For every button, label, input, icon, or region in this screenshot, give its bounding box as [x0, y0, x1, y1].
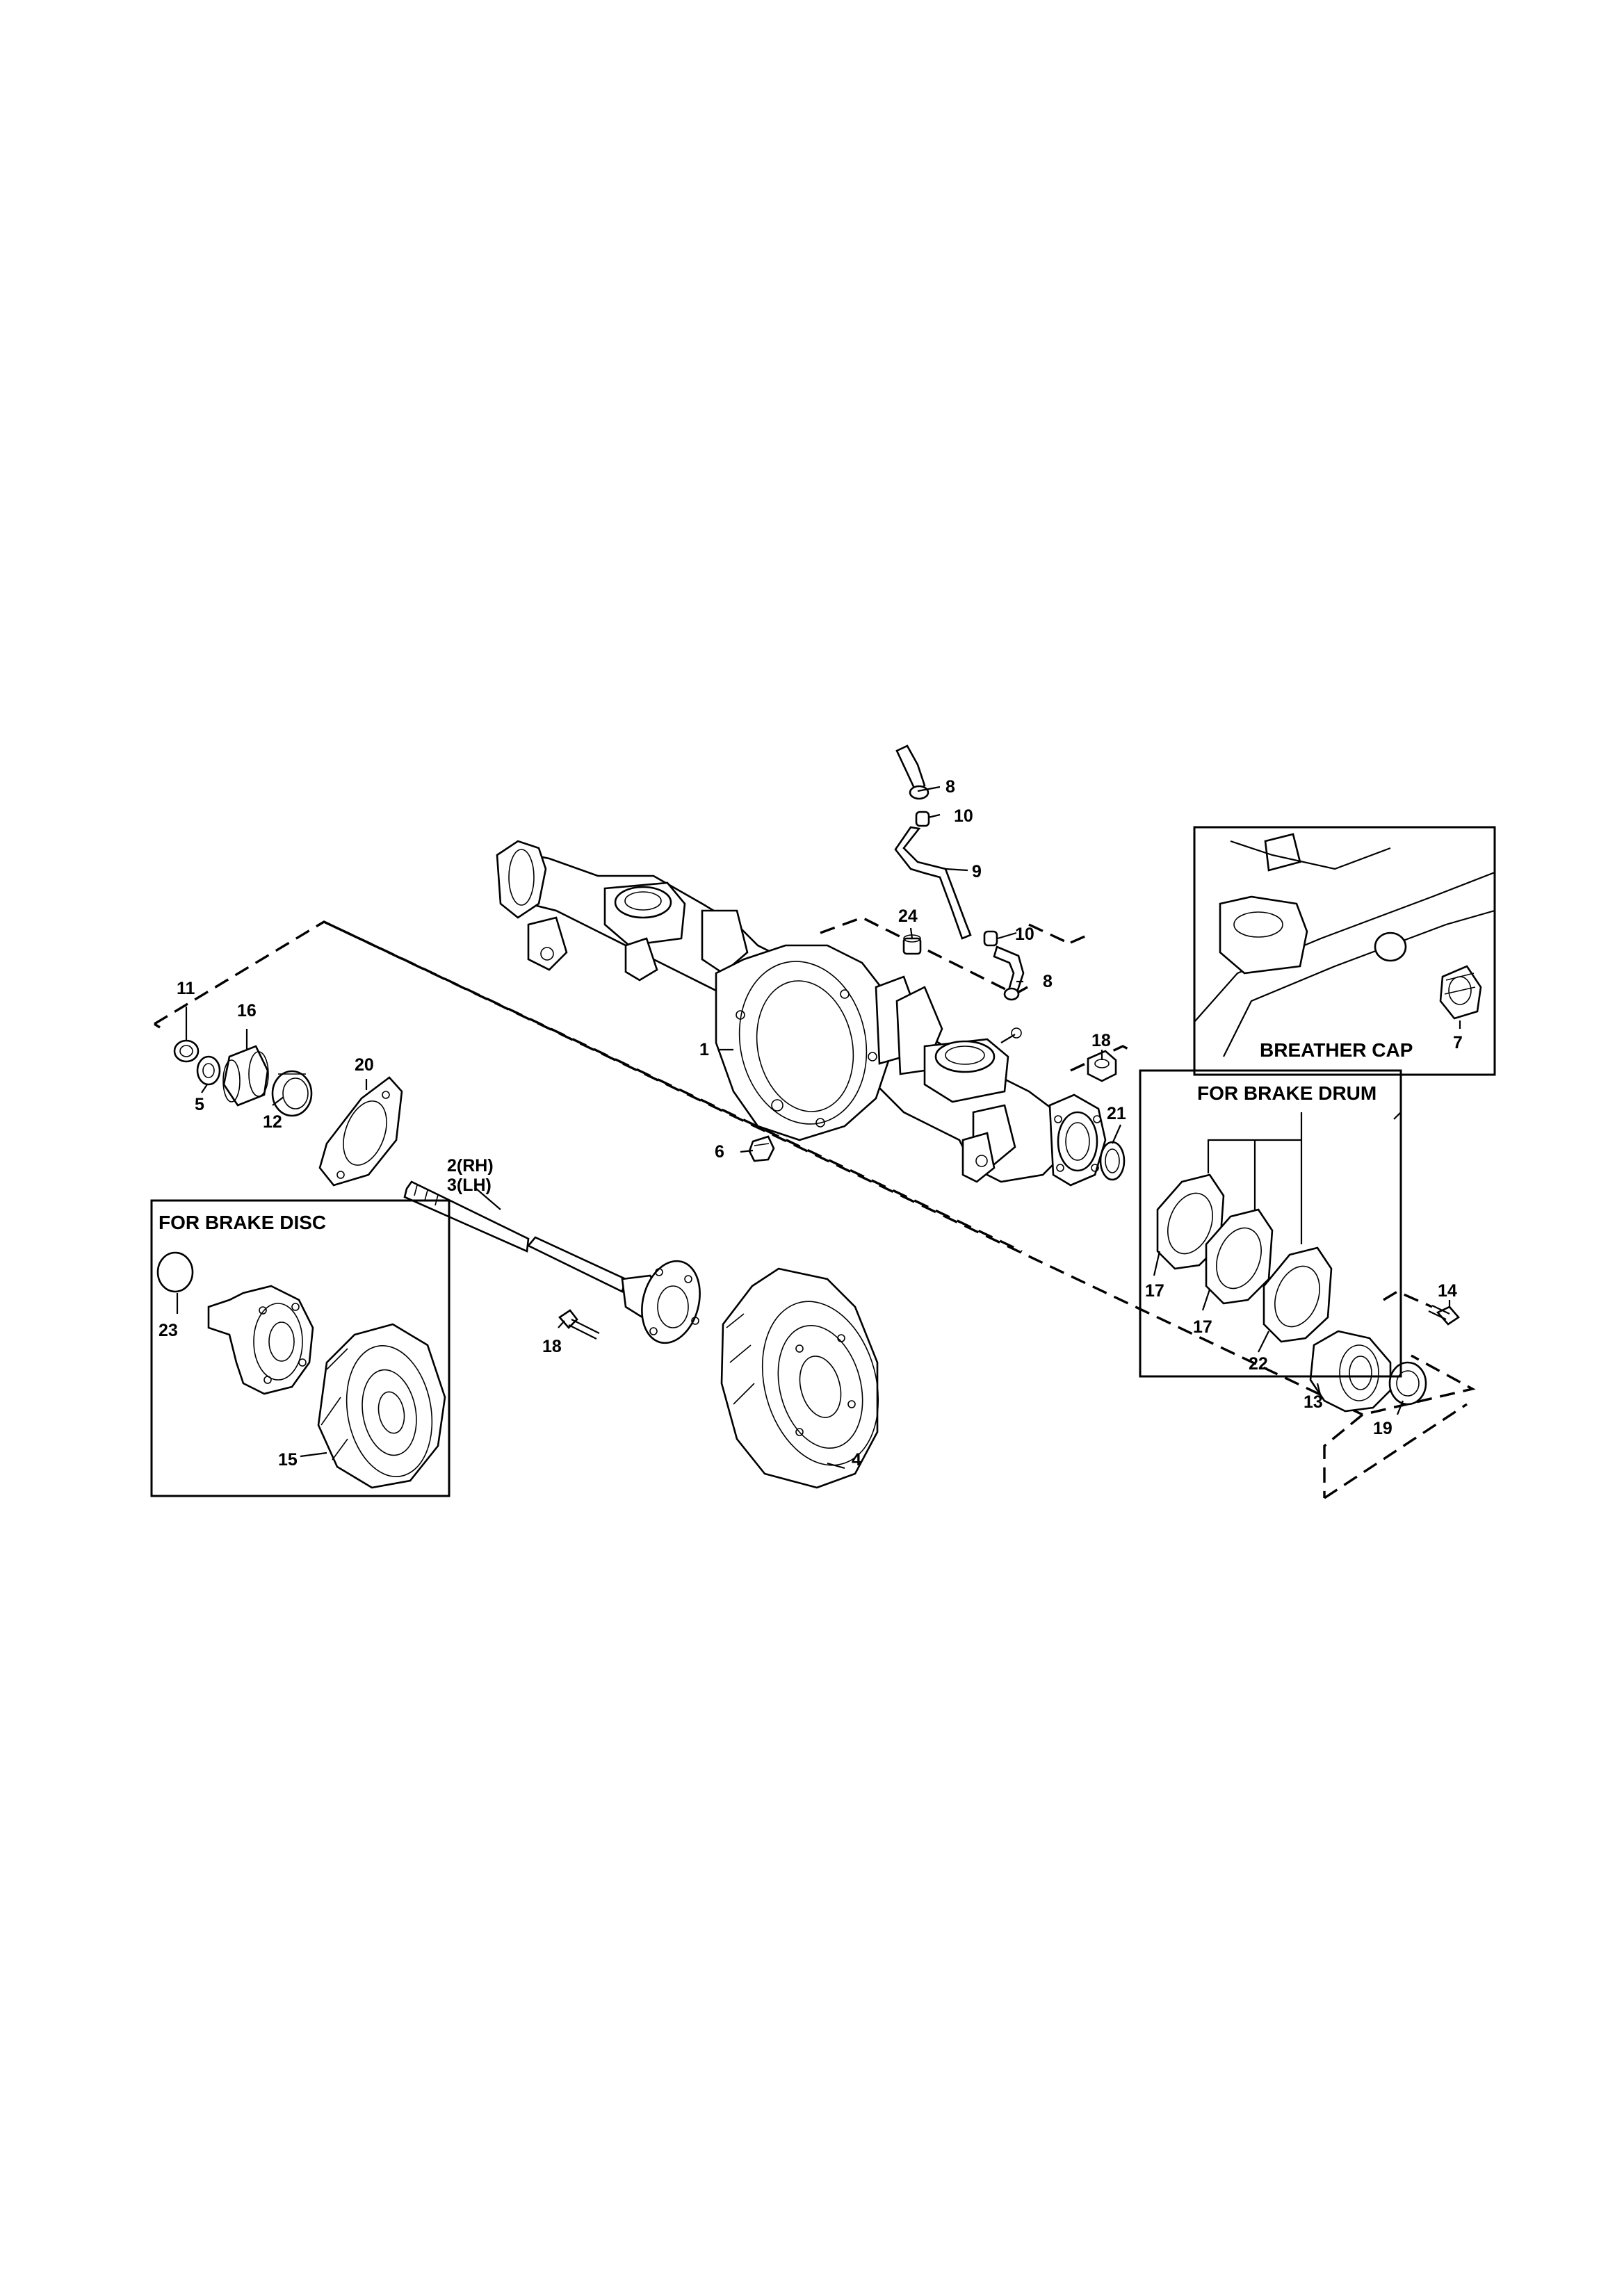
hub-seal	[1388, 1361, 1427, 1406]
assembly-dashed-bracket-drum-side	[1070, 1045, 1130, 1072]
callout-8-top: 8	[945, 777, 955, 797]
breather-elbow-bottom	[993, 945, 1025, 1001]
disc-hub	[207, 1285, 314, 1395]
backing-plate	[1262, 1246, 1333, 1343]
callout-15: 15	[278, 1450, 298, 1470]
brake-drum-box	[1139, 1069, 1402, 1378]
breather-hose	[894, 826, 972, 940]
callout-22: 22	[1249, 1354, 1268, 1374]
callout-9: 9	[972, 862, 982, 881]
callout-4: 4	[852, 1450, 861, 1470]
callout-24: 24	[898, 906, 918, 926]
oil-seal-right	[1099, 1141, 1126, 1181]
callout-17-b: 17	[1193, 1317, 1212, 1337]
callout-19: 19	[1373, 1419, 1392, 1438]
hub-flange	[1309, 1330, 1392, 1413]
callout-2-rh: 2(RH)	[447, 1156, 494, 1176]
callout-10-bottom: 10	[1015, 925, 1034, 944]
assembly-dashed-hub-link	[1383, 1290, 1433, 1308]
hose-clamp-bottom	[983, 930, 998, 947]
lock-nut	[196, 1055, 221, 1086]
callout-7: 7	[1453, 1033, 1463, 1052]
nut-upper	[1087, 1050, 1117, 1082]
callout-18-bolt: 18	[542, 1337, 562, 1356]
assembly-dashed-link-left	[154, 1023, 161, 1029]
breather-elbow-top	[895, 745, 929, 800]
callout-labels: 1 2(RH) 3(LH) 4 5 6 7 8 8 9 10 10 11 12 …	[159, 777, 1463, 1470]
callout-12: 12	[263, 1112, 282, 1132]
callout-5: 5	[195, 1095, 204, 1114]
callout-10-top: 10	[954, 806, 973, 826]
bolt-14	[1428, 1305, 1460, 1326]
callout-20: 20	[355, 1055, 374, 1075]
callout-23: 23	[159, 1321, 178, 1340]
leader-lines	[176, 786, 1461, 1470]
brake-disc-box-title: FOR BRAKE DISC	[159, 1212, 326, 1233]
brake-drum-box-title: FOR BRAKE DRUM	[1197, 1082, 1377, 1104]
callout-6: 6	[715, 1142, 724, 1162]
brake-drum	[720, 1267, 879, 1489]
drum-leader-tree	[1207, 1112, 1303, 1244]
axle-housing	[496, 840, 1107, 1187]
retainer-plate	[318, 1076, 403, 1187]
callout-16: 16	[237, 1001, 257, 1020]
callout-17-a: 17	[1145, 1281, 1164, 1301]
hose-clamp-top	[915, 811, 930, 827]
breather-cap-box	[1193, 826, 1496, 1076]
snap-ring	[173, 1039, 200, 1063]
axle-shaft	[403, 1180, 701, 1344]
callout-1: 1	[699, 1040, 709, 1059]
breather-cap-box-title: BREATHER CAP	[1260, 1039, 1413, 1061]
brake-disc-box	[150, 1199, 450, 1497]
hub-bolt	[558, 1309, 600, 1340]
callout-18-nut: 18	[1091, 1031, 1111, 1050]
callout-21: 21	[1107, 1104, 1126, 1123]
disc-o-ring	[156, 1251, 194, 1293]
drain-plug	[748, 1135, 775, 1162]
callout-3-lh: 3(LH)	[447, 1176, 492, 1195]
callout-8-bottom: 8	[1043, 972, 1053, 991]
callout-11: 11	[177, 979, 195, 998]
brake-disc	[317, 1323, 446, 1489]
wheel-bearing	[222, 1045, 269, 1107]
callout-13: 13	[1304, 1392, 1323, 1412]
breather-cap-detail	[1194, 833, 1495, 1057]
callout-14: 14	[1438, 1281, 1457, 1301]
bearing-race	[271, 1070, 313, 1117]
